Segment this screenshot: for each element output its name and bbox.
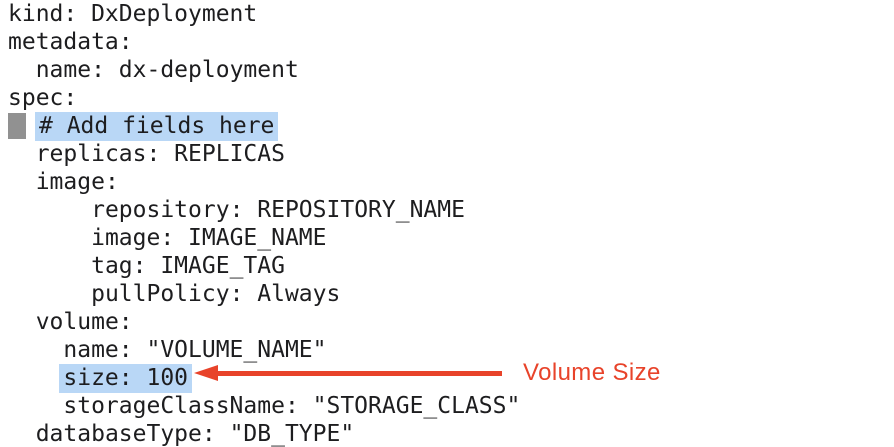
- code-text: databaseType: "DB_TYPE": [35, 421, 355, 447]
- code-text: kind: DxDeployment: [8, 1, 258, 27]
- code-text: name: dx-deployment: [35, 57, 299, 83]
- code-line: image:: [8, 168, 894, 196]
- code-line: tag: IMAGE_TAG: [8, 252, 894, 280]
- code-line: replicas: REPLICAS: [8, 140, 894, 168]
- arrow-shaft: [216, 371, 502, 376]
- code-text: image: IMAGE_NAME: [91, 225, 327, 251]
- code-line-arrow-target: size: 100: [8, 364, 894, 393]
- code-text: image:: [35, 169, 119, 195]
- code-line: repository: REPOSITORY_NAME: [8, 196, 894, 224]
- code-text: spec:: [8, 85, 78, 111]
- annotation-label: Volume Size: [523, 359, 661, 386]
- code-line: name: dx-deployment: [8, 56, 894, 84]
- highlighted-code-text: size: 100: [59, 364, 193, 393]
- code-text: pullPolicy: Always: [91, 281, 341, 307]
- code-line: storageClassName: "STORAGE_CLASS": [8, 392, 894, 420]
- code-text: replicas: REPLICAS: [35, 141, 285, 167]
- code-line: kind: DxDeployment: [8, 0, 894, 28]
- code-line: spec:: [8, 84, 894, 112]
- code-line: databaseType: "DB_TYPE": [8, 420, 894, 447]
- code-text: repository: REPOSITORY_NAME: [91, 197, 465, 223]
- code-text: storageClassName: "STORAGE_CLASS": [63, 393, 521, 419]
- code-line: volume:: [8, 308, 894, 336]
- code-text: name: "VOLUME_NAME": [63, 337, 327, 363]
- code-text: metadata:: [8, 29, 133, 55]
- code-text: tag: IMAGE_TAG: [91, 253, 285, 279]
- code-text: volume:: [35, 309, 133, 335]
- block-cursor: [8, 113, 26, 139]
- arrow-head-icon: [194, 365, 218, 381]
- code-line: pullPolicy: Always: [8, 280, 894, 308]
- code-line: image: IMAGE_NAME: [8, 224, 894, 252]
- code-line: metadata:: [8, 28, 894, 56]
- code-line: name: "VOLUME_NAME": [8, 336, 894, 364]
- highlighted-code-text: # Add fields here: [35, 112, 279, 141]
- code-line: # Add fields here: [8, 112, 894, 141]
